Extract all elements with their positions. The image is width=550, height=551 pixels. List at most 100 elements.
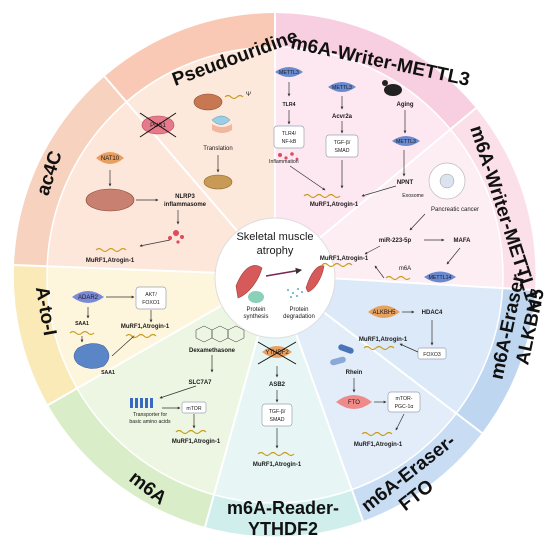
content-ac4c: NAT10 NLRP3 inflammasome MuRF1,Atrogin-1	[85, 152, 207, 264]
saa1-protein-label: SAA1	[101, 370, 115, 376]
hdac4-label: HDAC4	[422, 310, 443, 316]
fto-murf-label: MuRF1,Atrogin-1	[354, 442, 403, 448]
protein-synthesis-icon	[248, 291, 264, 303]
dexamethasone-structure-icon	[195, 325, 245, 343]
inflammation-icon	[278, 152, 299, 161]
rna-wave-icon	[224, 94, 244, 100]
transporter-2: basic amino acids	[129, 419, 171, 425]
translation-label: Translation	[203, 146, 232, 152]
exosome-label: Exosome	[402, 193, 424, 199]
ac4c-murf-wave-icon	[95, 247, 127, 253]
mtor-pgc-box	[387, 391, 421, 413]
tlr4-nfkb-box	[273, 125, 305, 149]
psi-label: Ψ	[246, 92, 251, 98]
content-alkbh5: ALKBH5 HDAC4 FOXO3 MuRF1,Atrogin-1	[359, 305, 447, 360]
tgfb-box	[325, 134, 359, 158]
protein-degradation-icon	[287, 288, 303, 298]
content-m6a: Dexamethasone SLC7A7 Transporter for bas…	[129, 325, 245, 445]
tlr4-label: TLR4	[283, 102, 296, 108]
atoi-murf-wave-icon	[125, 333, 157, 339]
alkbh5-protein-icon	[368, 305, 400, 318]
foxo3-label: FOXO3	[423, 352, 441, 358]
mettl14-label: METTL14	[429, 275, 452, 281]
adar2-protein-icon	[72, 291, 104, 303]
center-panel: Skeletal muscle atrophy Protein synthesi…	[214, 217, 336, 339]
ythdf2-murf-label: MuRF1,Atrogin-1	[253, 462, 302, 468]
content-mettl14: Exosome Pancreatic cancer miR-223-5p MAF…	[320, 162, 479, 283]
cancer-to-mir	[409, 213, 426, 231]
pus1-cross-2	[139, 112, 177, 138]
sector-m6a	[48, 275, 275, 527]
m6a-murf-wave-icon	[175, 429, 207, 435]
sector-mettl3	[275, 13, 476, 275]
akt-foxo1-2: FOXO1	[142, 300, 160, 306]
center-title-2: atrophy	[257, 245, 294, 257]
inflammation-label: Inflammation	[269, 159, 299, 165]
ribosome-icon	[211, 115, 231, 125]
mettl3-protein-icon	[275, 67, 303, 77]
rhein-pill-2-icon	[330, 356, 346, 366]
nucleus-icon	[439, 173, 455, 189]
mettl14-protein-icon	[424, 271, 456, 283]
saa1-to-murf	[111, 335, 135, 357]
content-ythdf2: YTHDF2 ASB2 TGF-β/ SMAD MuRF1,Atrogin-1	[253, 341, 302, 468]
pancreatic-label: Pancreatic cancer	[431, 207, 479, 213]
ythdf2-murf-wave-icon	[257, 451, 295, 457]
title-ythdf2-1: m6A-Reader-	[227, 498, 339, 518]
acvr2a-label: Acvr2a	[332, 114, 353, 120]
dexamethasone-label: Dexamethasone	[189, 348, 236, 354]
transporter-1: Transporter for	[133, 412, 167, 418]
tlr4-to-murf	[289, 165, 326, 191]
mettl3-protein-3-icon	[392, 136, 420, 146]
slc7a7-label: SLC7A7	[188, 380, 212, 386]
atoi-murf-label: MuRF1,Atrogin-1	[121, 324, 170, 330]
mafa-label: MAFA	[454, 238, 472, 244]
foxo3-to-murf	[399, 343, 419, 353]
sector-fto	[275, 275, 482, 521]
mettl14-m6a-label: m6A	[399, 266, 411, 272]
fto-murf-wave-icon	[361, 431, 393, 437]
mtor-to-murf	[395, 413, 405, 431]
rhein-pill-1-icon	[338, 344, 354, 354]
saa1-protein-icon	[73, 343, 110, 369]
mettl14-murf-label: MuRF1,Atrogin-1	[320, 256, 369, 262]
mtor-pgc-2: PGC-1α	[395, 404, 414, 410]
rhein-label: Rhein	[346, 370, 363, 376]
ac4c-inflammation-icon	[168, 230, 184, 244]
alkbh5-murf-label: MuRF1,Atrogin-1	[359, 337, 408, 343]
asb2-label: ASB2	[269, 382, 286, 388]
saa1-rna-wave-icon	[69, 330, 95, 336]
nat10-protein-icon	[96, 152, 124, 164]
atrophic-muscle-icon	[305, 265, 325, 293]
slc7a7-to-transporter	[159, 385, 197, 399]
tgfb-1: TGF-β/	[334, 140, 351, 146]
m6a-mtor-label: mTOR	[186, 406, 201, 412]
ac4c-mitochondrion-icon	[85, 188, 135, 212]
nlrp3-1: NLRP3	[175, 194, 195, 200]
protein-synthesis-1: Protein	[246, 307, 265, 313]
mettl3-label-2: METTL3	[332, 85, 352, 91]
ythdf2-cross-2	[257, 341, 297, 365]
inflammation-to-murf	[139, 239, 171, 247]
mettl3-protein-2-icon	[328, 82, 356, 92]
mettl3-murf-label: MuRF1,Atrogin-1	[310, 202, 359, 208]
content-pseudouridine: PUS1 Ψ Translation	[139, 92, 251, 190]
protein-degradation-1: Protein	[289, 307, 308, 313]
content-atoi: ADAR2 AKT/ FOXO1 SAA1 SAA1 MuRF1,Atrogin…	[69, 286, 170, 376]
mafa-to-mettl14	[446, 247, 461, 265]
protein-degradation-2: degradation	[283, 314, 315, 320]
adar2-label: ADAR2	[78, 295, 99, 301]
fto-protein-icon	[336, 395, 372, 409]
sector-pseudouridine	[104, 13, 275, 275]
m6a-mtor-box	[181, 401, 207, 414]
mettl14-murf-wave-icon	[321, 262, 353, 268]
atrophy-arrow	[265, 267, 303, 277]
mitochondrion-2-icon	[203, 174, 233, 190]
mouse-ear-icon	[382, 80, 388, 86]
aged-mouse-icon	[384, 84, 402, 96]
foxo3-box	[417, 347, 447, 360]
nat10-label: NAT10	[101, 156, 120, 162]
m6a-murf-label: MuRF1,Atrogin-1	[172, 439, 221, 445]
